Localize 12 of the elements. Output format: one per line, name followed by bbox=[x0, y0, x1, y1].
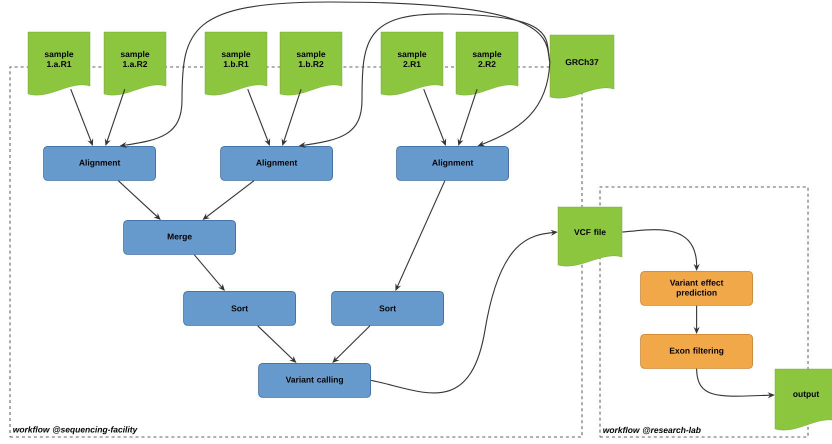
process-box: Variant effect prediction bbox=[640, 271, 753, 306]
process-box: Sort bbox=[331, 291, 444, 326]
process-box: Variant calling bbox=[258, 363, 371, 398]
frame-label: workflow @research-lab bbox=[603, 426, 701, 434]
arrow bbox=[257, 325, 296, 363]
process-box: Exon filtering bbox=[640, 334, 753, 369]
process-box: Alignment bbox=[43, 146, 156, 181]
frame-label: workflow @sequencing-facility bbox=[13, 426, 138, 434]
process-box: Alignment bbox=[220, 146, 333, 181]
process-box: Sort bbox=[183, 291, 296, 326]
process-box: Merge bbox=[123, 220, 236, 255]
process-box: Alignment bbox=[396, 146, 509, 181]
